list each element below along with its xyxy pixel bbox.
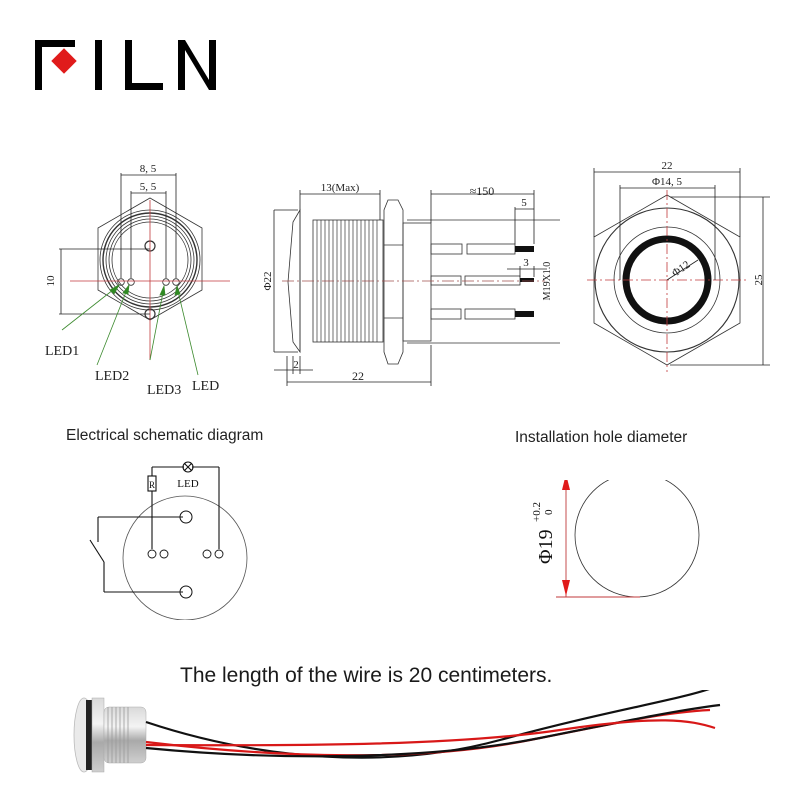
leader-arrow [109,283,121,295]
thread-spec: M19X1.0 [542,262,553,301]
pin-led2 [127,278,135,286]
logo-letter-l-stem [125,40,132,90]
arrow-up-icon [562,480,570,490]
dim-outer-pins: 8, 5 [140,163,157,175]
dim-terminal-spacing: 10 [45,275,57,287]
hole-tolerance-lower: 0 [543,509,555,515]
hole-circle [574,480,700,598]
dim-total-length: 22 [352,369,364,383]
dim-wire-length: ≈150 [470,184,495,198]
led-label: LED [177,478,198,490]
schematic-diagram: R LED [89,461,248,620]
dim-height: 25 [753,274,765,286]
arrow-down-icon [562,580,570,596]
pin-led [172,278,180,286]
wire-black-2 [145,703,721,758]
rear-view-drawing: 22 Φ14, 5 Φ12 25 [587,160,770,372]
hole-diagram: Φ19 +0.2 0 [531,480,700,598]
dim-width: 22 [662,160,673,172]
dim-flange: 2 [293,359,299,371]
label-led3: LED3 [147,383,181,398]
resistor-icon [147,475,157,492]
pin-led1 [117,278,125,286]
hex-nut-side [383,199,404,365]
dim-diameter: Φ22 [262,271,274,290]
product-photo [73,690,721,773]
label-led2: LED2 [95,369,129,384]
wire-red-2 [145,719,716,747]
label-led: LED [192,379,219,394]
wire-red-1 [145,708,711,757]
dim-strip-length: 5 [521,197,527,209]
pin-led3 [162,278,170,286]
switch-body-circle [122,495,248,620]
hole-title: Installation hole diameter [515,429,688,446]
dim-ring-diameter: Φ14, 5 [652,176,683,188]
resistor-label: R [149,480,155,490]
stripped-wire-tip [515,246,534,252]
rear-housing [402,222,432,342]
switch-product [73,697,147,773]
logo-letter-i [95,40,102,90]
dim-inner-pins: 5, 5 [140,181,157,193]
front-view-drawing: 8, 5 5, 5 10 LED1 LED2 LED3 LED [45,163,230,398]
wires [145,690,721,759]
wire-length-caption: The length of the wire is 20 centimeters… [180,664,553,687]
logo-letter-f-stem [35,40,42,90]
logo-letter-f-bar [35,40,75,47]
schematic-title: Electrical schematic diagram [66,427,264,444]
logo-letter-l-bar [125,83,163,90]
hole-diameter: Φ19 [535,529,557,564]
side-view-drawing: 13(Max) ≈150 5 3 Φ22 2 22 M19X1.0 [262,182,560,386]
wire-black-1 [145,690,710,759]
brand-logo [33,38,218,93]
led-lamp-icon [182,461,194,473]
logo-letter-n [178,40,216,90]
dim-mid-strip: 3 [523,257,529,269]
dim-thread-length: 13(Max) [321,182,360,194]
hole-tolerance-upper: +0.2 [531,502,543,522]
logo-diamond-icon [51,48,77,74]
label-led1: LED1 [45,344,79,359]
